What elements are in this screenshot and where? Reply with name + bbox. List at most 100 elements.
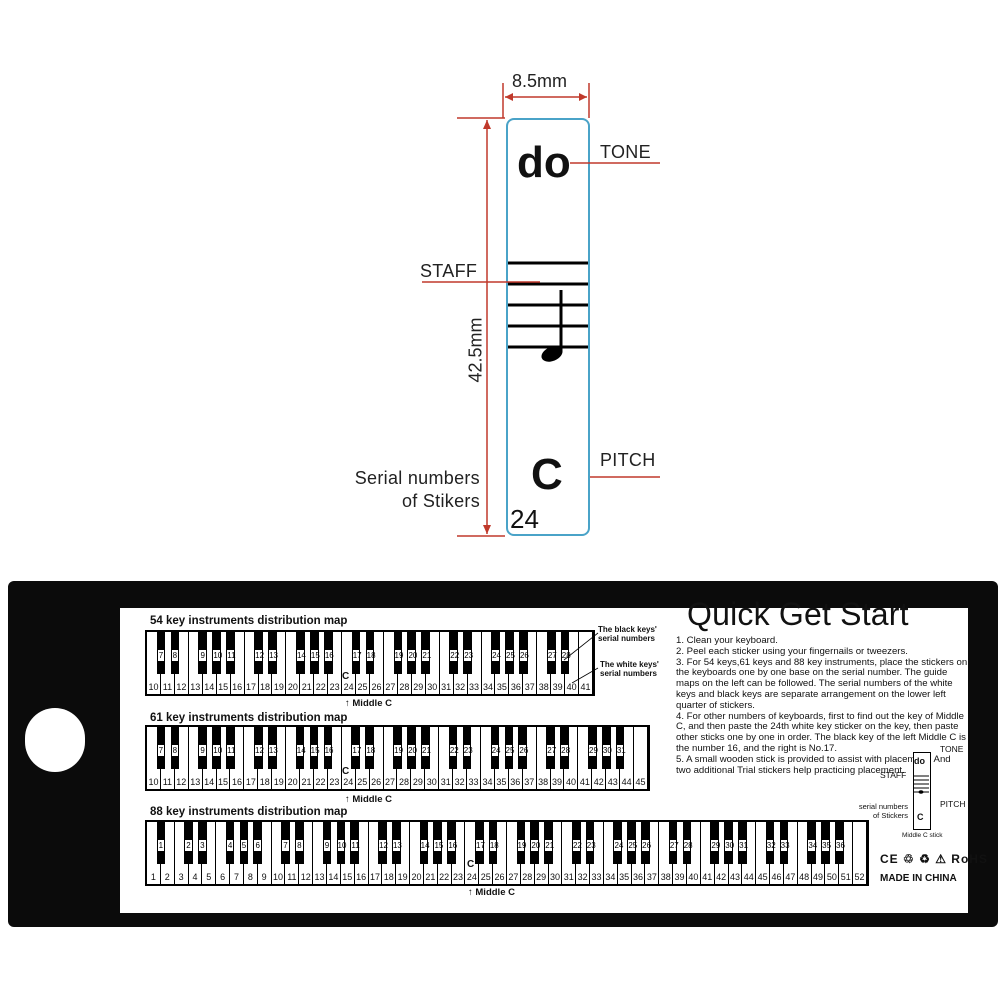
black-key-number: 16 — [324, 650, 334, 661]
black-key-number: 21 — [545, 840, 555, 851]
white-key-number: 27 — [508, 872, 519, 882]
certification-marks: CE ♲ ♻ ⚠ RoHS — [880, 852, 988, 866]
note-pointers — [563, 632, 599, 684]
black-key-number: 22 — [450, 650, 460, 661]
white-key-number: 42 — [593, 777, 604, 787]
white-key: 47 — [784, 822, 798, 884]
black-key-number: 8 — [171, 745, 179, 756]
white-key-number: 35 — [496, 777, 507, 787]
white-key: 52 — [853, 822, 867, 884]
white-key-number: 13 — [314, 872, 325, 882]
white-key-number: 25 — [357, 777, 368, 787]
white-key-number: 42 — [716, 872, 727, 882]
black-key-number: 29 — [711, 840, 721, 851]
mini-do: do — [914, 756, 925, 766]
black-key: 15 — [309, 632, 320, 674]
white-key-number: 29 — [536, 872, 547, 882]
white-key-number: 35 — [619, 872, 630, 882]
black-key-number: 8 — [296, 840, 303, 851]
white-key: 45 — [634, 727, 648, 789]
black-key: 24 — [613, 822, 623, 864]
white-key-number: 30 — [549, 872, 560, 882]
black-key: 24 — [490, 727, 501, 769]
white-key-number: 39 — [552, 777, 563, 787]
white-keys-note-line1: The white keys' — [600, 660, 659, 669]
white-key-number: 51 — [840, 872, 851, 882]
white-key-number: 30 — [427, 682, 438, 692]
white-key-number: 15 — [218, 682, 229, 692]
white-key: 5 — [202, 822, 217, 884]
white-key-number: 41 — [579, 777, 590, 787]
black-key-number: 36 — [836, 840, 845, 851]
white-key-number: 41 — [702, 872, 713, 882]
black-key: 19 — [393, 727, 403, 769]
black-key-number: 14 — [296, 745, 306, 756]
black-key: 19 — [393, 632, 403, 674]
white-key-number: 25 — [480, 872, 491, 882]
callout-lines — [422, 162, 660, 478]
black-key-number: 12 — [379, 840, 388, 851]
black-key: 5 — [239, 822, 249, 864]
white-key-number: 26 — [371, 682, 382, 692]
white-key-number: 46 — [771, 872, 782, 882]
black-key-number: 21 — [422, 650, 432, 661]
black-key: 28 — [682, 822, 693, 864]
c-mark-88: C — [467, 859, 475, 870]
white-key-number: 32 — [454, 777, 465, 787]
black-key: 25 — [504, 727, 515, 769]
black-key-number: 19 — [517, 840, 527, 851]
white-key-number: 6 — [220, 872, 226, 882]
white-key-number: 44 — [743, 872, 754, 882]
white-key-number: 16 — [231, 777, 242, 787]
black-key-number: 2 — [185, 840, 192, 851]
black-key: 23 — [585, 822, 596, 864]
white-key-number: 43 — [607, 777, 618, 787]
black-key-number: 4 — [226, 840, 234, 851]
black-key: 2 — [184, 822, 193, 864]
black-key: 4 — [225, 822, 235, 864]
map-title-61: 61 key instruments distribution map — [150, 712, 348, 724]
black-key-number: 28 — [561, 650, 571, 661]
pitch-text: C — [531, 450, 563, 499]
white-key-number: 38 — [538, 682, 549, 692]
black-key-number: 27 — [547, 745, 557, 756]
mini-tone: TONE — [940, 744, 964, 754]
white-key: 37 — [523, 727, 537, 789]
white-key-number: 19 — [273, 777, 284, 787]
white-key-number: 28 — [399, 682, 410, 692]
callout-pitch: PITCH — [600, 450, 656, 470]
white-key: 44 — [620, 727, 635, 789]
white-key-number: 14 — [204, 682, 215, 692]
black-key-number: 24 — [492, 650, 502, 661]
white-key-number: 36 — [510, 777, 521, 787]
black-key: 13 — [268, 632, 278, 674]
black-key: 10 — [336, 822, 346, 864]
black-key-number: 28 — [683, 840, 693, 851]
black-key: 25 — [505, 632, 515, 674]
white-key: 26 — [370, 632, 384, 694]
black-key-number: 12 — [255, 745, 264, 756]
white-key-number: 10 — [148, 682, 159, 692]
black-key-number: 30 — [725, 840, 735, 851]
black-key: 17 — [475, 822, 485, 864]
black-key-number: 20 — [408, 650, 418, 661]
white-key-number: 52 — [854, 872, 865, 882]
black-key: 33 — [779, 822, 790, 864]
black-key-number: 23 — [586, 840, 596, 851]
white-key-number: 16 — [356, 872, 367, 882]
mini-pitch: PITCH — [940, 799, 966, 809]
white-key-number: 37 — [524, 682, 535, 692]
white-key-number: 18 — [259, 777, 270, 787]
white-key-number: 3 — [178, 872, 184, 882]
white-key-number: 27 — [385, 682, 396, 692]
white-key-number: 45 — [635, 777, 646, 787]
white-key-number: 25 — [357, 682, 368, 692]
black-key-number: 6 — [254, 840, 262, 851]
black-key-number: 32 — [766, 840, 776, 851]
white-key-number: 21 — [301, 682, 312, 692]
black-key: 7 — [156, 632, 166, 674]
white-key-number: 14 — [328, 872, 339, 882]
c-mark-54: C — [342, 671, 350, 682]
white-key-number: 22 — [315, 777, 326, 787]
black-key-number: 25 — [505, 745, 515, 756]
